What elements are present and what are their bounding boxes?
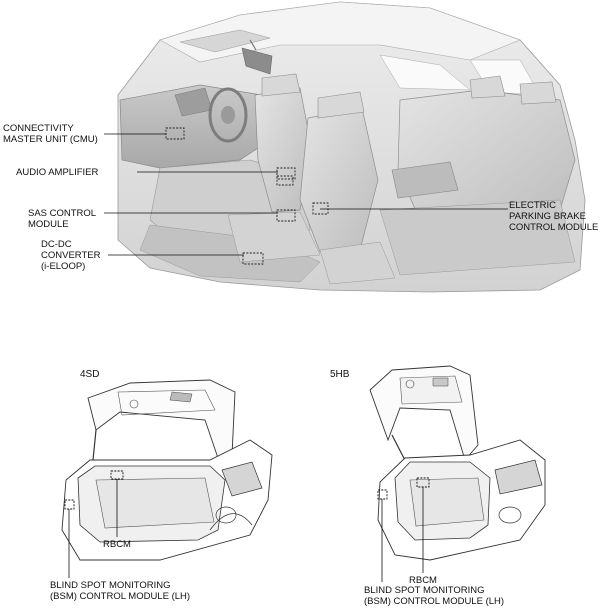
dashboard: [119, 84, 271, 169]
cmu-marker: [165, 127, 185, 140]
hatch-bsm-marker: [377, 489, 388, 500]
dcdc-marker: [242, 252, 264, 265]
audio-amplifier-marker: [276, 167, 296, 180]
leader-lines: [68, 133, 508, 582]
audio-amplifier-marker-2: [276, 175, 294, 186]
epb-marker: [312, 202, 329, 215]
steering-wheel: [208, 87, 248, 143]
driver-seat: [254, 87, 313, 213]
rear-view-mirror: [241, 47, 273, 75]
sedan-rbcm-label: RBCM: [103, 539, 131, 550]
headliner: [159, 1, 521, 63]
cmu-label: CONNECTIVITY MASTER UNIT (CMU): [3, 123, 98, 145]
hatch-rbcm-label: RBCM: [409, 575, 437, 586]
dc-dc-converter-label: DC-DC CONVERTER (i-ELOOP): [41, 239, 101, 272]
sedan-title: 4SD: [80, 369, 100, 380]
electric-parking-brake-label: ELECTRIC PARKING BRAKE CONTROL MODULE: [509, 200, 599, 233]
audio-amplifier-label: AUDIO AMPLIFIER: [16, 167, 99, 178]
hatch-bsm-label: BLIND SPOT MONITORING (BSM) CONTROL MODU…: [364, 585, 505, 607]
hatch-tailgate-illustration: [369, 365, 546, 561]
sedan-trunk-illustration: [61, 379, 273, 561]
sedan-bsm-marker: [64, 499, 75, 510]
sedan-bsm-label: BLIND SPOT MONITORING (BSM) CONTROL MODU…: [50, 580, 191, 602]
sas-control-module-label: SAS CONTROL MODULE: [28, 208, 97, 230]
hatch-title: 5HB: [330, 369, 350, 380]
sas-marker: [276, 209, 296, 222]
